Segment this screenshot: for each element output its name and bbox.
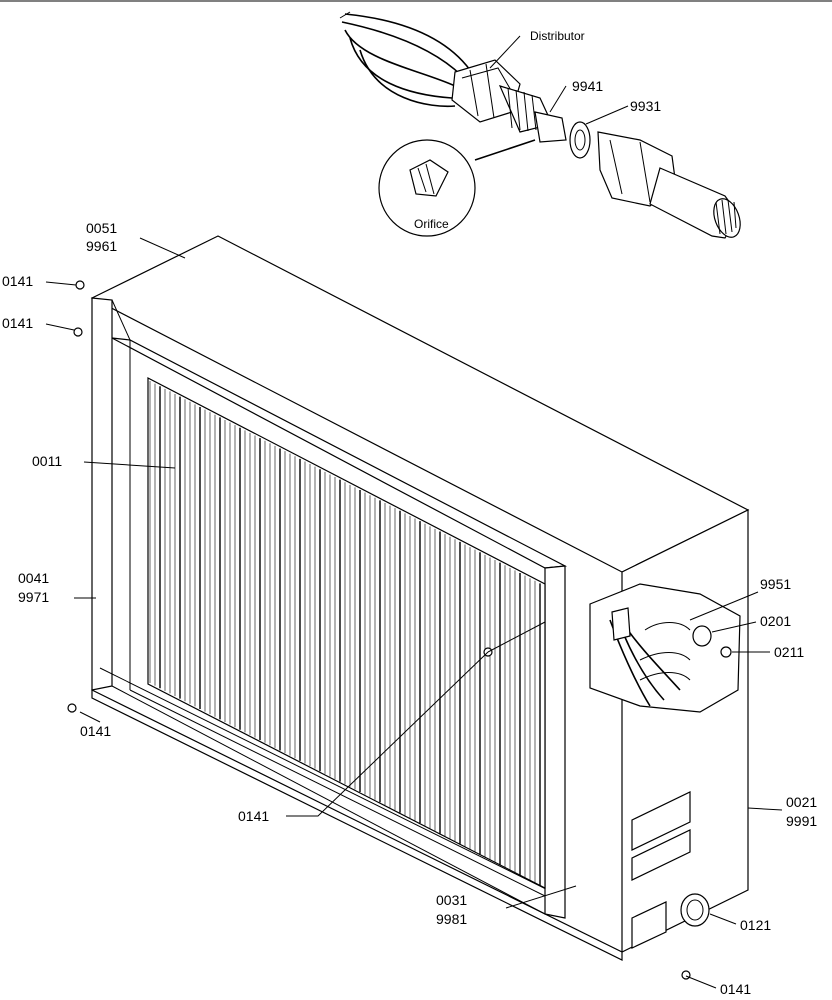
label-9931: 9931 <box>630 98 661 114</box>
label-0211: 0211 <box>774 644 804 660</box>
label-0121: 0121 <box>740 917 771 933</box>
label-0141-upper: 0141 <box>2 315 33 331</box>
label-9951: 9951 <box>760 576 791 592</box>
label-0141-top: 0141 <box>2 273 33 289</box>
label-0141-center: 0141 <box>238 808 269 824</box>
coil-fins <box>149 381 541 886</box>
label-0011: 0011 <box>32 453 62 469</box>
label-distributor: Distributor <box>530 29 585 43</box>
label-0201: 0201 <box>760 613 791 629</box>
label-9991: 9991 <box>786 813 817 829</box>
label-0031: 0031 <box>436 892 467 908</box>
end-panel-details <box>589 583 741 949</box>
label-9941: 9941 <box>572 78 603 94</box>
label-9961: 9961 <box>86 238 117 254</box>
label-9981: 9981 <box>436 911 467 927</box>
label-0041: 0041 <box>18 570 49 586</box>
label-0141-bottom: 0141 <box>720 981 751 997</box>
distributor-assembly <box>339 11 741 239</box>
label-0021: 0021 <box>786 794 817 810</box>
label-9971: 9971 <box>18 589 49 605</box>
label-orifice: Orifice <box>414 217 449 231</box>
label-0141-lower-left: 0141 <box>80 723 111 739</box>
leader-lines <box>45 35 783 989</box>
label-0051: 0051 <box>86 220 117 236</box>
